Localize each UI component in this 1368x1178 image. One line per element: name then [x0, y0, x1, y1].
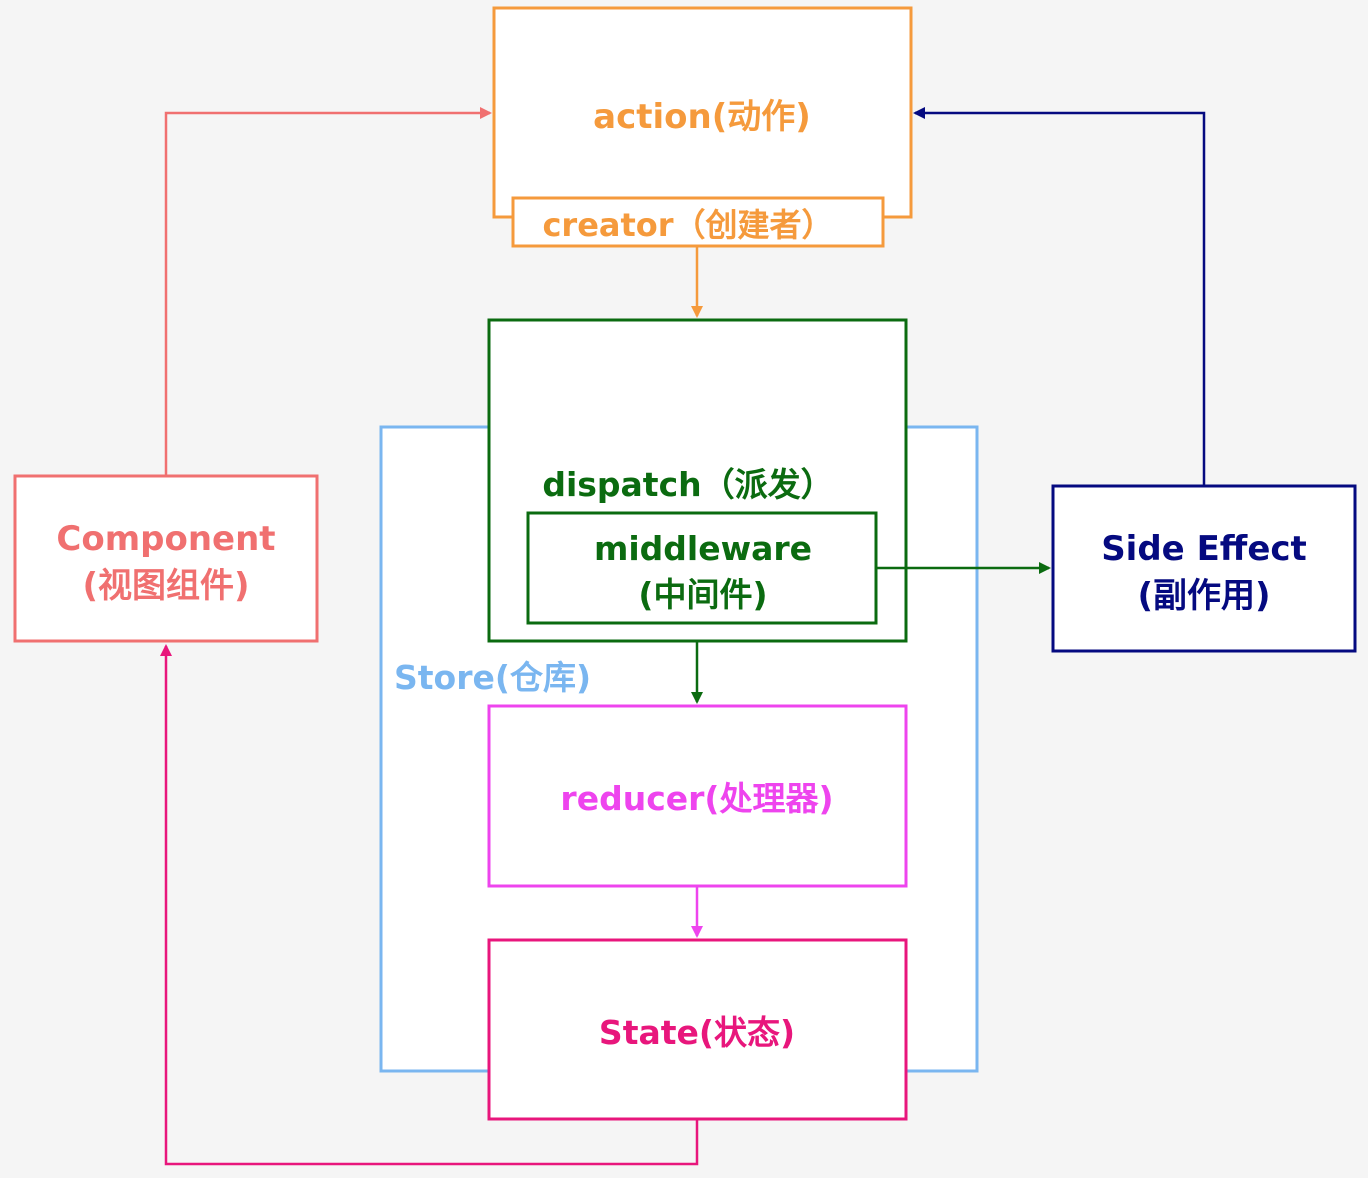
middleware-label-line2: (中间件)	[638, 575, 767, 614]
side-effect-label-line2: (副作用)	[1137, 576, 1270, 616]
component-label-line1: Component	[56, 519, 275, 559]
edge-component-to-action	[164, 107, 492, 476]
reducer-node	[487, 704, 908, 888]
state-label: State(状态)	[599, 1013, 795, 1052]
reducer-label: reducer(处理器)	[560, 779, 833, 818]
side-effect-label-line1: Side Effect	[1101, 529, 1307, 569]
side-effect-node	[1051, 484, 1357, 653]
middleware-label-line1: middleware	[594, 529, 812, 568]
component-label-line2: (视图组件)	[82, 566, 249, 606]
store-label: Store(仓库)	[394, 658, 591, 697]
dispatch-label: dispatch（派发）	[542, 465, 833, 504]
middleware-node	[526, 511, 878, 625]
creator-label: creator（创建者）	[542, 206, 833, 244]
action-node	[492, 6, 913, 219]
component-node	[13, 474, 319, 643]
edge-state-to-component	[160, 644, 699, 1166]
action-label: action(动作)	[593, 97, 811, 137]
edge-side-effect-to-action	[913, 107, 1206, 486]
